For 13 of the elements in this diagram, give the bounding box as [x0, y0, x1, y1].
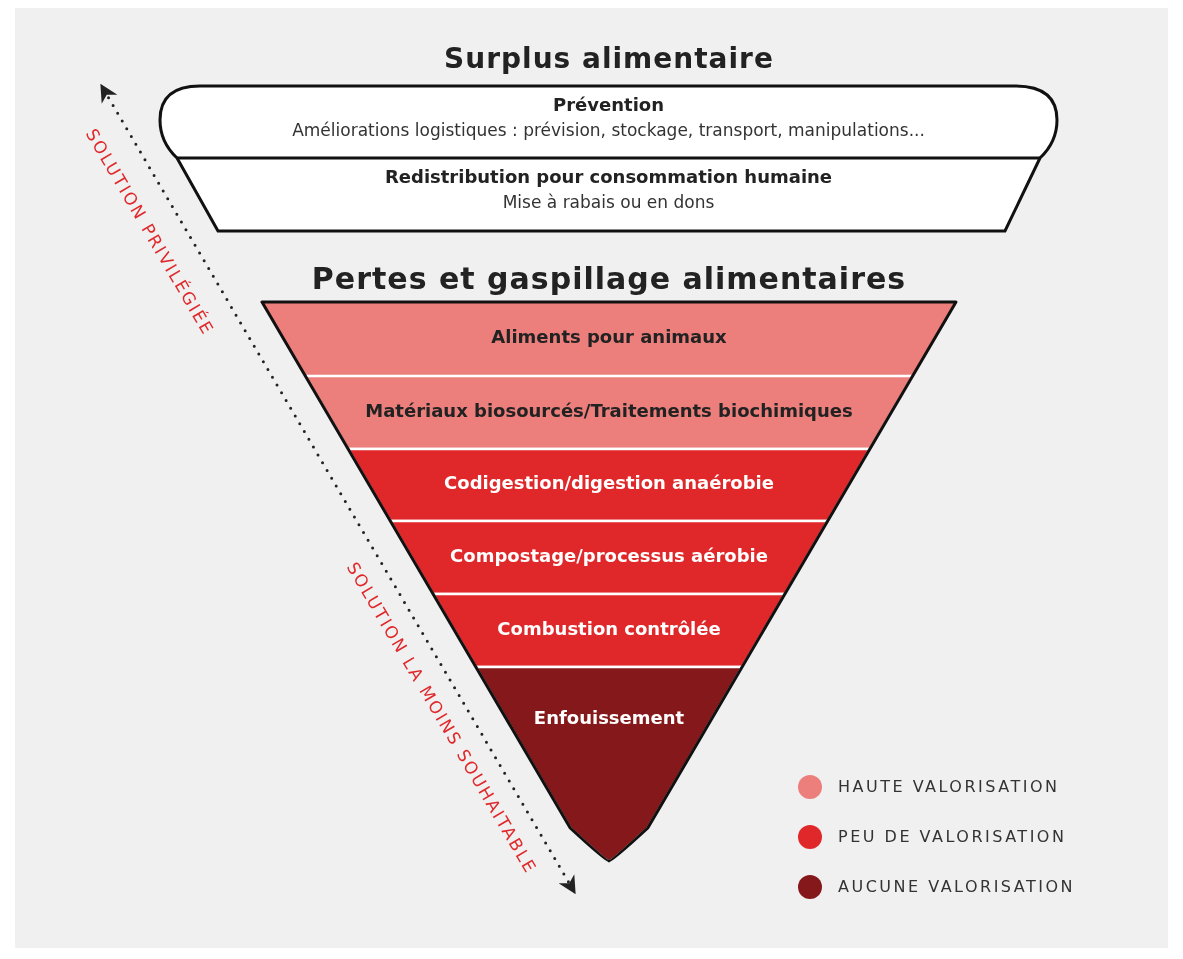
legend-label: AUCUNE VALORISATION [838, 877, 1076, 896]
section-heading: Surplus alimentaire [443, 42, 775, 75]
legend-label: PEU DE VALORISATION [838, 827, 1067, 846]
tier-title: Codigestion/digestion anaérobie [443, 472, 775, 493]
section-heading: Pertes et gaspillage alimentaires [310, 261, 908, 296]
legend-label: HAUTE VALORISATION [838, 777, 1060, 796]
tier-title: Aliments pour animaux [490, 326, 728, 347]
tier-title: Prévention [552, 94, 665, 115]
tier-title: Redistribution pour consommation humaine [383, 166, 834, 187]
tier-description: Mise à rabais ou en dons [501, 192, 716, 212]
tier-title: Compostage/processus aérobie [449, 544, 769, 566]
tier-title: Matériaux biosourcés/Traitements biochimiques [364, 399, 854, 421]
tier-description: Améliorations logistiques : prévision, stockage, transport, manipulations... [291, 120, 926, 140]
